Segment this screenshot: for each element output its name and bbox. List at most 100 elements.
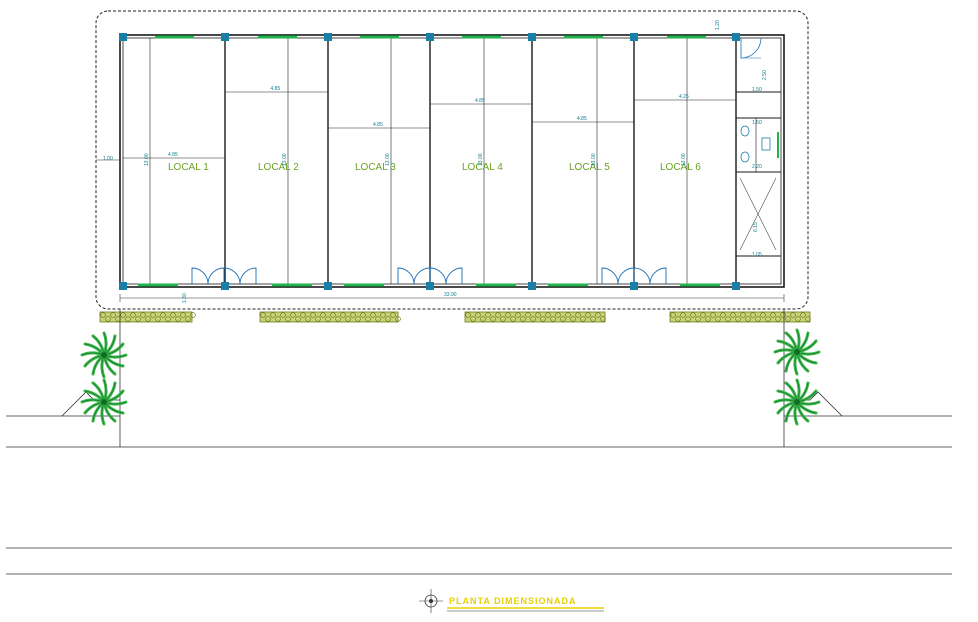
shrub xyxy=(720,312,726,318)
title-block: PLANTA DIMENSIONADA xyxy=(419,589,604,613)
planter xyxy=(669,311,811,323)
service-dim-c: 1.50 xyxy=(752,120,762,126)
shrub xyxy=(170,312,176,318)
door-swing-icon xyxy=(413,267,431,285)
shrub xyxy=(525,312,531,318)
shrub xyxy=(700,312,706,318)
shrub xyxy=(395,316,401,322)
shrub xyxy=(600,316,606,322)
column xyxy=(119,282,127,290)
palm-tree-icon xyxy=(773,328,821,376)
shrub xyxy=(285,316,291,322)
toilet-icons xyxy=(740,125,779,163)
shrub xyxy=(380,312,386,318)
shrub xyxy=(745,316,751,322)
column xyxy=(324,33,332,41)
shrub xyxy=(350,312,356,318)
shrub xyxy=(740,312,746,318)
service-dim-e: 6.15 xyxy=(753,222,759,232)
shrub xyxy=(775,316,781,322)
shrub xyxy=(530,316,536,322)
shrub xyxy=(730,312,736,318)
shrub xyxy=(500,316,506,322)
service-dim-a: 1.50 xyxy=(752,87,762,93)
shrub xyxy=(270,312,276,318)
building-outline xyxy=(119,34,785,288)
shrub xyxy=(705,316,711,322)
shrub xyxy=(190,312,196,318)
shrub xyxy=(575,312,581,318)
shrub xyxy=(260,312,266,318)
shrub xyxy=(800,312,806,318)
shrub xyxy=(540,316,546,322)
shrub xyxy=(140,312,146,318)
column xyxy=(630,33,638,41)
shrub xyxy=(735,316,741,322)
room-width-dim: 4.85 xyxy=(271,86,281,92)
shrub xyxy=(100,312,106,318)
room-depth-dim: 13.00 xyxy=(591,153,597,166)
shrub xyxy=(475,312,481,318)
shrub xyxy=(790,312,796,318)
door-swing-icon xyxy=(207,267,225,285)
shrub xyxy=(165,316,171,322)
shrub xyxy=(145,316,151,322)
shrub xyxy=(470,316,476,322)
palm-trees xyxy=(80,328,821,426)
shrub xyxy=(580,316,586,322)
shrub xyxy=(805,316,811,322)
room-depth-dim: 13.00 xyxy=(478,153,484,166)
left-setback-dim: 1.00 xyxy=(103,156,113,162)
shrub xyxy=(535,312,541,318)
shrub xyxy=(465,312,471,318)
room-label: LOCAL 5 xyxy=(569,162,610,173)
service-block xyxy=(736,91,781,257)
shrub xyxy=(335,316,341,322)
room-width-dim: 4.85 xyxy=(373,122,383,128)
shrub xyxy=(105,316,111,322)
shrub xyxy=(565,312,571,318)
shrub xyxy=(370,312,376,318)
column xyxy=(221,33,229,41)
shrub xyxy=(480,316,486,322)
shrub xyxy=(385,316,391,322)
shrub xyxy=(725,316,731,322)
shrub xyxy=(780,312,786,318)
planter xyxy=(464,311,606,323)
shrub xyxy=(275,316,281,322)
shrub xyxy=(770,312,776,318)
shrub xyxy=(710,312,716,318)
shrub xyxy=(590,316,596,322)
shrub xyxy=(135,316,141,322)
lot-boundary xyxy=(95,10,809,310)
shrub xyxy=(670,312,676,318)
columns xyxy=(119,33,740,290)
room-width-dim: 4.85 xyxy=(168,152,178,158)
shrub xyxy=(715,316,721,322)
shrub xyxy=(295,316,301,322)
service-dim-d: 2.20 xyxy=(752,164,762,170)
shrub xyxy=(515,312,521,318)
depth-dimension-lines xyxy=(149,38,688,284)
shrub xyxy=(345,316,351,322)
shrub xyxy=(545,312,551,318)
palm-tree-icon xyxy=(80,331,128,379)
door-swing-icon xyxy=(649,267,667,285)
shrub xyxy=(265,316,271,322)
column xyxy=(732,33,740,41)
shrub xyxy=(680,312,686,318)
shrub xyxy=(755,316,761,322)
shrub xyxy=(305,316,311,322)
entry-door-icon xyxy=(740,37,762,59)
shrub xyxy=(690,312,696,318)
shrub xyxy=(155,316,161,322)
shrub xyxy=(675,316,681,322)
service-dim-f: 1.05 xyxy=(752,252,762,258)
shrub xyxy=(365,316,371,322)
shrub xyxy=(125,316,131,322)
room-label: LOCAL 1 xyxy=(168,162,209,173)
party-walls xyxy=(224,38,737,284)
drawing-title: PLANTA DIMENSIONADA xyxy=(449,596,577,606)
room-depth-dim: 13.00 xyxy=(385,153,391,166)
